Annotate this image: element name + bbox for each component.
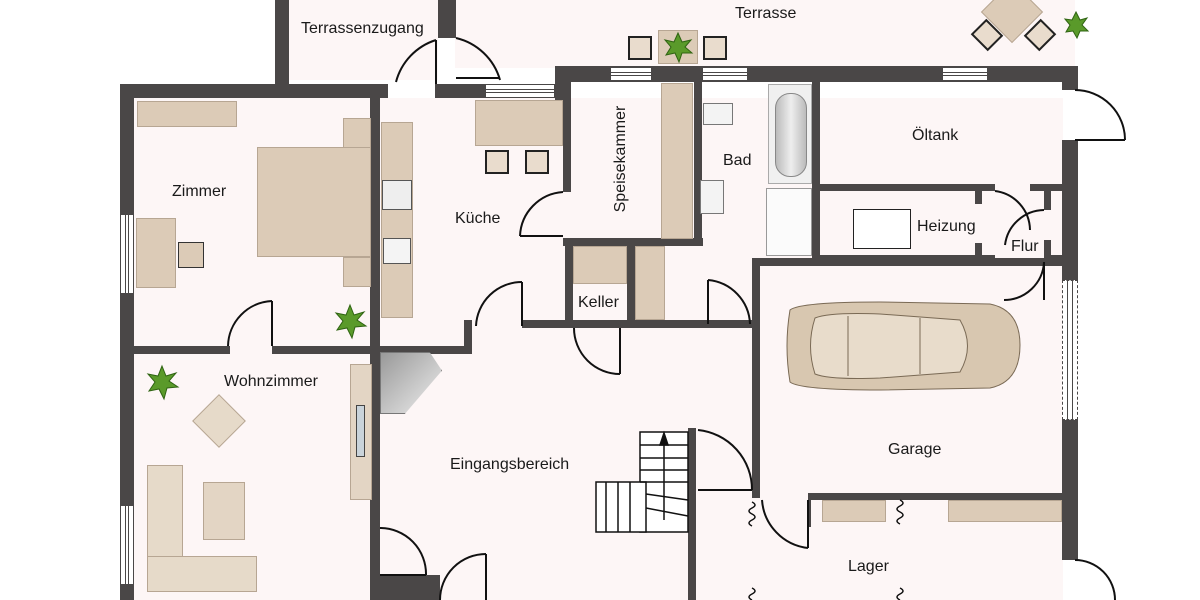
wall bbox=[1044, 190, 1051, 210]
wall bbox=[975, 243, 982, 257]
room-label-speisekammer: Speisekammer bbox=[612, 105, 629, 213]
pantry-shelf bbox=[661, 83, 693, 239]
nightstand bbox=[343, 118, 371, 148]
window bbox=[120, 505, 134, 585]
wall bbox=[370, 575, 440, 600]
room-label-heizung: Heizung bbox=[917, 218, 976, 235]
window bbox=[942, 67, 988, 81]
car-icon bbox=[786, 301, 1021, 391]
boiler-icon bbox=[853, 209, 911, 249]
wall bbox=[272, 346, 372, 354]
chair bbox=[525, 150, 549, 174]
wall bbox=[370, 98, 380, 600]
wall bbox=[694, 82, 702, 246]
cellar-shelf bbox=[635, 246, 665, 320]
room-label-bad: Bad bbox=[723, 152, 752, 169]
wall bbox=[808, 493, 811, 527]
wall bbox=[1062, 140, 1078, 280]
double-bed bbox=[257, 147, 371, 257]
wall bbox=[812, 82, 820, 262]
washbasin-icon bbox=[700, 180, 724, 214]
window bbox=[120, 214, 134, 294]
window bbox=[610, 67, 652, 81]
wall bbox=[1062, 420, 1078, 560]
dining-table bbox=[475, 100, 563, 146]
room-label-zimmer: Zimmer bbox=[172, 183, 227, 200]
room-label-kueche: Küche bbox=[455, 210, 501, 227]
spring-symbols bbox=[748, 499, 904, 600]
wall bbox=[1062, 66, 1078, 90]
wall bbox=[688, 428, 696, 600]
terrace-chair bbox=[628, 36, 652, 60]
coffee-table bbox=[203, 482, 245, 540]
window bbox=[485, 84, 555, 98]
staircase-icon bbox=[595, 430, 689, 533]
wall bbox=[744, 320, 752, 328]
garage-door-window bbox=[1062, 280, 1078, 420]
room-label-lager: Lager bbox=[848, 558, 889, 575]
room-label-oeltank: Öltank bbox=[912, 127, 959, 144]
wall bbox=[522, 320, 752, 328]
desk bbox=[136, 218, 176, 288]
floor-terrassenzugang bbox=[288, 0, 438, 80]
plant-icon bbox=[146, 10, 1090, 401]
storage-shelf bbox=[948, 500, 1062, 522]
cellar-shelf bbox=[573, 246, 627, 284]
kitchen-counter bbox=[381, 122, 413, 318]
wall bbox=[808, 493, 1064, 500]
wall bbox=[1044, 240, 1051, 262]
wall bbox=[120, 84, 388, 98]
sink-icon bbox=[383, 238, 411, 264]
wall bbox=[627, 246, 635, 326]
room-label-terrasse: Terrasse bbox=[735, 5, 797, 22]
bathtub-icon bbox=[768, 84, 812, 184]
wall bbox=[438, 0, 456, 38]
wall bbox=[563, 82, 571, 192]
wall bbox=[435, 84, 485, 98]
wall bbox=[752, 258, 760, 498]
room-label-terrassenzugang: Terrassenzugang bbox=[301, 20, 424, 37]
stove-icon bbox=[382, 180, 412, 210]
wall bbox=[563, 238, 703, 246]
chair bbox=[178, 242, 204, 268]
tv-icon bbox=[356, 405, 365, 457]
room-label-garage: Garage bbox=[888, 441, 942, 458]
wall bbox=[975, 190, 982, 204]
room-label-flur: Flur bbox=[1011, 238, 1039, 255]
storage-shelf bbox=[822, 500, 886, 522]
wardrobe bbox=[137, 101, 237, 127]
wall bbox=[464, 320, 472, 354]
terrace-chair bbox=[703, 36, 727, 60]
wall bbox=[134, 346, 230, 354]
wall bbox=[752, 258, 1064, 266]
nightstand bbox=[343, 257, 371, 287]
wall bbox=[815, 184, 995, 191]
chair bbox=[485, 150, 509, 174]
wall bbox=[1030, 184, 1063, 191]
toilet-icon bbox=[703, 103, 733, 125]
corner-sofa-horizontal bbox=[147, 556, 257, 592]
room-label-eingangsbereich: Eingangsbereich bbox=[450, 456, 570, 473]
shower-icon bbox=[766, 188, 812, 256]
wall bbox=[565, 238, 573, 328]
wall bbox=[380, 346, 470, 354]
door-swings bbox=[227, 37, 1126, 600]
wall bbox=[120, 84, 134, 600]
room-label-keller: Keller bbox=[578, 294, 619, 311]
wall bbox=[275, 0, 289, 84]
room-label-wohnzimmer: Wohnzimmer bbox=[224, 373, 318, 390]
window bbox=[702, 67, 748, 81]
